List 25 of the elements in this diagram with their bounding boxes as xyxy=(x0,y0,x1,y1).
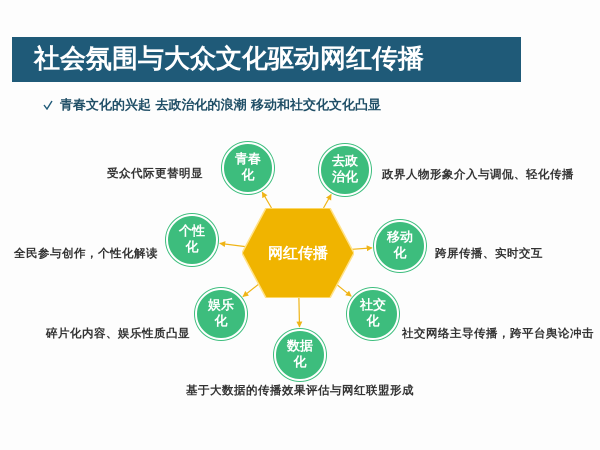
circle-node: 数据化 xyxy=(274,329,326,381)
title-banner: 社会氛围与大众文化驱动网红传播 xyxy=(12,37,521,82)
arrow xyxy=(352,245,373,252)
circle-node: 移动化 xyxy=(374,220,426,272)
circle-node: 个性化 xyxy=(166,214,218,266)
subtitle-text: 青春文化的兴起 去政治化的浪潮 移动和社交化文化凸显 xyxy=(60,96,382,114)
description-text: 全民参与创作，个性化解读 xyxy=(14,246,158,261)
arrow xyxy=(296,298,302,328)
arrow xyxy=(242,284,259,298)
circle-node: 青春化 xyxy=(222,142,274,194)
circle-node: 社交化 xyxy=(347,288,399,340)
arrow xyxy=(262,192,272,208)
description-text: 受众代际更替明显 xyxy=(107,166,203,181)
description-text: 基于大数据的传播效果评估与网红联盟形成 xyxy=(186,383,414,398)
description-text: 跨屏传播、实时交互 xyxy=(435,246,543,261)
description-text: 碎片化内容、娱乐性质凸显 xyxy=(46,326,190,341)
hexagon-node xyxy=(242,208,354,298)
arrow xyxy=(219,241,246,248)
description-text: 政界人物形象介入与调侃、轻化传播 xyxy=(382,167,574,182)
circle-node: 去政治化 xyxy=(319,144,371,196)
arrow xyxy=(336,284,352,297)
description-text: 社交网络主导传播，跨平台舆论冲击 xyxy=(402,326,594,341)
arrow xyxy=(322,194,332,208)
circle-node: 娱乐化 xyxy=(195,288,247,340)
hexagon-label: 网红传播 xyxy=(268,244,328,262)
